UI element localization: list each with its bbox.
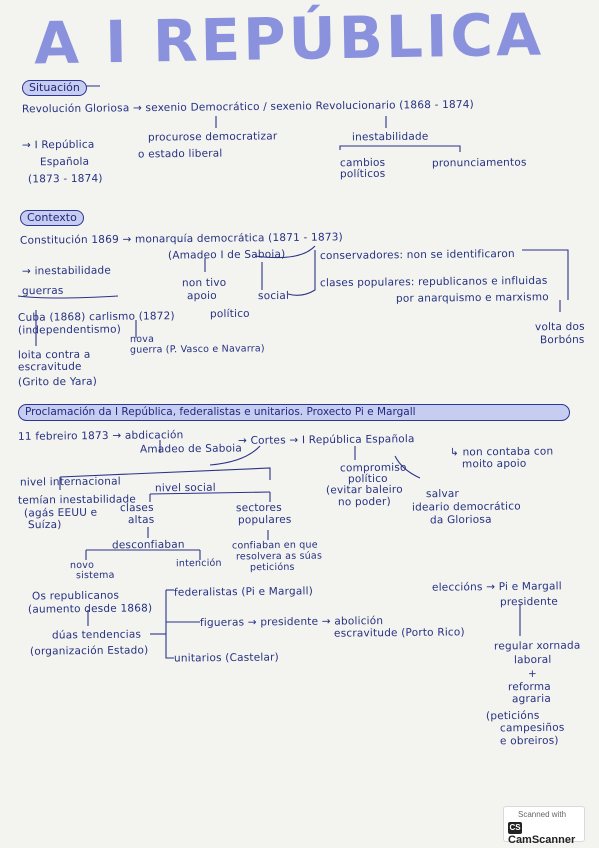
proclamacion-text: Os republicanos xyxy=(31,589,120,603)
contexto-text: loita contra a xyxy=(17,348,91,362)
proclamacion-text: nivel social xyxy=(154,481,216,495)
contexto-text: clases populares: republicanos e influid… xyxy=(319,274,548,290)
proclamacion-text: Amadeo de Saboia xyxy=(139,442,242,456)
proclamacion-text: peticións xyxy=(249,561,295,574)
situacion-text: inestabilidade xyxy=(351,130,429,144)
proclamacion-text: (evitar baleiro xyxy=(325,483,403,497)
proclamacion-text: temían inestabilidade xyxy=(17,493,137,507)
proclamacion-text: salvar xyxy=(425,487,460,501)
proclamacion-text: + xyxy=(527,667,538,681)
contexto-text: non tivo xyxy=(181,276,227,290)
proclamacion-text: federalistas (Pi e Margall) xyxy=(173,585,314,599)
camscanner-logo-icon: CS xyxy=(508,822,522,835)
proclamacion-text: → Cortes → I República Española xyxy=(237,433,415,447)
proclamacion-text: (agás EEUU e xyxy=(23,506,98,520)
proclamacion-text: sectores xyxy=(235,501,282,515)
situacion-text: → I República xyxy=(21,138,95,152)
contexto-text: guerra (P. Vasco e Navarra) xyxy=(129,343,265,356)
situacion-text: pronunciamentos xyxy=(431,156,527,170)
proclamacion-text: desconfiaban xyxy=(111,538,185,552)
proclamacion-text: e obreiros) xyxy=(499,734,559,748)
contexto-text: Cuba (1868) carlismo (1872) xyxy=(17,310,175,324)
section-label-contexto: Contexto xyxy=(20,210,84,226)
section-label-situacion: Situación xyxy=(22,80,87,96)
proclamacion-text: sistema xyxy=(75,569,115,582)
proclamacion-text: 11 febreiro 1873 → abdicación xyxy=(17,429,184,443)
situacion-text: (1873 - 1874) xyxy=(27,172,103,186)
contexto-text: Borbóns xyxy=(539,333,585,347)
situacion-text: o estado liberal xyxy=(137,147,223,161)
proclamacion-text: unitarios (Castelar) xyxy=(173,651,279,665)
proclamacion-text: eleccións → Pi e Margall xyxy=(431,580,562,594)
proclamacion-text: laboral xyxy=(513,653,552,667)
proclamacion-text: da Gloriosa xyxy=(429,513,492,527)
camscanner-watermark: Scanned with CSCamScanner xyxy=(503,806,585,846)
proclamacion-text: no poder) xyxy=(337,495,391,509)
contexto-text: escravitude xyxy=(17,360,82,374)
proclamacion-text: dúas tendencias xyxy=(51,628,142,642)
contexto-text: → inestabilidade xyxy=(21,264,112,278)
watermark-brand: CSCamScanner xyxy=(508,822,584,846)
contexto-text: (independentismo) xyxy=(17,323,122,337)
proclamacion-text: regular xornada xyxy=(493,639,581,653)
contexto-text: social xyxy=(257,289,290,303)
contexto-text: (Amadeo I de Saboia) xyxy=(167,248,286,262)
section-label-proclamacion: Proclamación da I República, federalista… xyxy=(18,404,570,421)
contexto-text: por anarquismo e marxismo xyxy=(395,291,549,305)
proclamacion-text: escravitude (Porto Rico) xyxy=(333,626,465,640)
proclamacion-text: moito apoio xyxy=(461,457,527,471)
proclamacion-text: (aumento desde 1868) xyxy=(27,602,153,616)
contexto-text: conservadores: non se identificaron xyxy=(319,247,515,263)
proclamacion-text: ↳ non contaba con xyxy=(449,445,554,459)
contexto-text: apoio xyxy=(186,289,217,303)
proclamacion-text: clases xyxy=(119,501,154,515)
contexto-text: político xyxy=(209,307,250,321)
watermark-text: Scanned with xyxy=(518,810,567,819)
contexto-text: volta dos xyxy=(534,320,585,334)
proclamacion-text: presidente xyxy=(499,595,559,609)
proclamacion-text: (peticións xyxy=(485,709,540,723)
proclamacion-text: nivel internacional xyxy=(19,475,121,489)
proclamacion-text: altas xyxy=(127,513,155,527)
situacion-text: políticos xyxy=(339,167,386,181)
contexto-text: guerras xyxy=(21,284,64,298)
proclamacion-title: Proclamación da I República, federalista… xyxy=(25,406,416,418)
proclamacion-text: Suíza) xyxy=(27,518,62,532)
situacion-text: Española xyxy=(39,155,90,169)
proclamacion-text: agraria xyxy=(511,692,551,706)
proclamacion-text: (organización Estado) xyxy=(29,644,149,658)
watermark-brand-text: CamScanner xyxy=(508,834,576,847)
situacion-text: procurose democratizar xyxy=(147,130,278,144)
contexto-text: (Grito de Yara) xyxy=(17,375,98,389)
proclamacion-text: campesiños xyxy=(499,721,565,735)
proclamacion-text: populares xyxy=(237,513,292,527)
proclamacion-text: ideario democrático xyxy=(411,500,521,514)
proclamacion-text: intención xyxy=(175,557,222,570)
proclamacion-text: reforma xyxy=(507,680,551,694)
